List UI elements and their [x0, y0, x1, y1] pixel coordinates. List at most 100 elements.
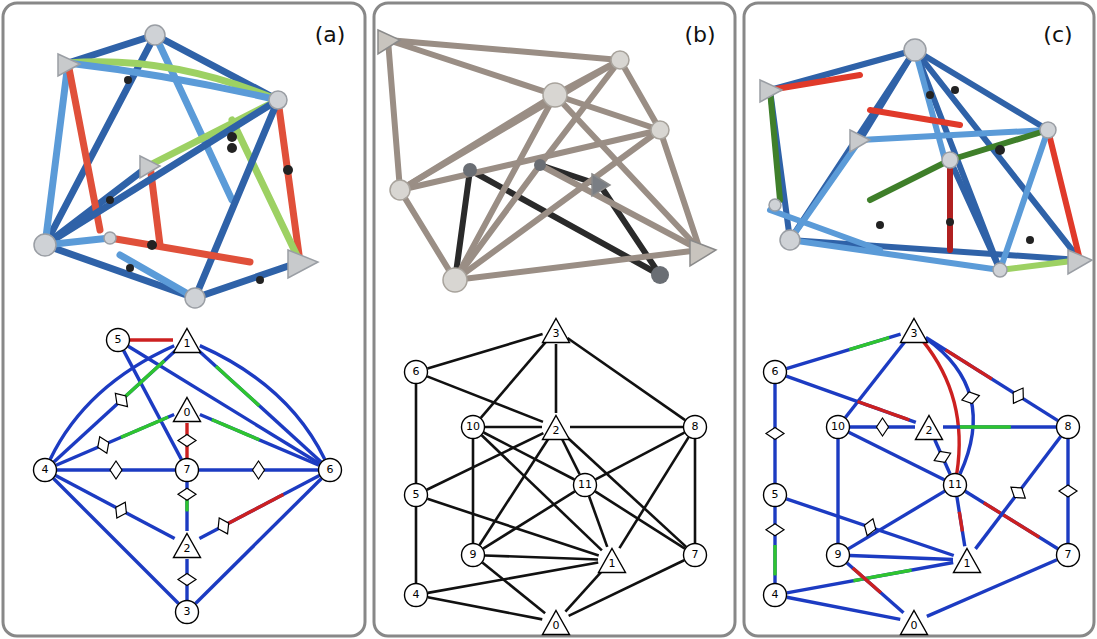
render-part	[269, 91, 287, 109]
vertex-number: 11	[572, 478, 598, 491]
render-part	[950, 130, 1048, 160]
vertex-circle: 10	[460, 414, 486, 440]
edge-diamond	[214, 515, 233, 537]
graph-edge	[596, 433, 685, 480]
vertex-number: 10	[460, 420, 486, 433]
graph-edge	[923, 341, 959, 473]
edge-line	[415, 384, 418, 483]
edge-diamond	[1008, 385, 1028, 407]
edge-line	[619, 437, 688, 548]
render-part	[388, 40, 700, 280]
edge-line	[565, 570, 602, 611]
edge-line	[472, 439, 475, 543]
edge-segment	[212, 420, 260, 440]
graph-edge	[199, 476, 319, 539]
render-part	[145, 25, 165, 45]
render-part	[770, 90, 780, 200]
edge-segment	[216, 366, 259, 405]
graph-edge	[428, 597, 542, 619]
render-part	[942, 152, 958, 168]
render-part	[543, 83, 567, 107]
render-part	[185, 288, 205, 308]
render-part	[1048, 130, 1080, 260]
graph-edge	[787, 563, 953, 593]
edge-diamond	[1007, 482, 1029, 502]
vertex-circle: 10	[825, 414, 851, 440]
edge-line	[427, 334, 542, 369]
edge-segment	[121, 417, 168, 437]
render-part	[950, 160, 1000, 270]
vertex-circle: 4	[403, 582, 429, 608]
edge-line	[836, 439, 839, 543]
vertex-number: 4	[762, 588, 788, 601]
edge-segment	[121, 361, 164, 400]
render-part	[915, 50, 1080, 260]
render-part	[876, 86, 1034, 244]
edge-line	[957, 497, 965, 546]
edge-line	[428, 597, 542, 619]
graph-edge	[595, 491, 685, 548]
panel-label: (b)	[684, 22, 715, 47]
vertex-number: 0	[172, 406, 202, 419]
render-part	[288, 250, 318, 278]
graph-edge	[130, 340, 173, 341]
edge-line	[787, 597, 900, 619]
render-part	[540, 60, 620, 165]
graph-edge	[57, 461, 175, 479]
edge-segment	[853, 568, 881, 593]
render-part	[915, 50, 1000, 270]
vertex-number: 2	[914, 424, 944, 437]
vertex-circle: 4	[762, 582, 788, 608]
edge-line	[850, 555, 953, 559]
vertex-number: 5	[762, 488, 788, 501]
render-part	[227, 143, 237, 153]
graph-edge	[838, 439, 839, 543]
render-part	[926, 91, 934, 99]
edge-line	[975, 437, 1060, 549]
edge-line	[786, 499, 953, 556]
vertex-circle: 6	[762, 359, 788, 385]
render-part	[651, 121, 669, 139]
graph-edge	[485, 427, 542, 428]
edge-line	[943, 425, 1056, 428]
render-part	[915, 50, 945, 160]
vertex-number: 9	[825, 548, 851, 561]
render-part	[147, 240, 157, 250]
anchor-triangle: 1	[172, 327, 202, 354]
graph-edge	[570, 427, 683, 428]
edge-diamond	[94, 434, 112, 455]
vertex-circle: 11	[572, 472, 598, 498]
edge-line	[694, 439, 697, 543]
render-part	[904, 39, 926, 61]
vertex-number: 1	[952, 557, 982, 570]
edge-diamond	[877, 418, 889, 436]
edge-line	[56, 476, 175, 539]
vertex-circle: 8	[1055, 414, 1081, 440]
vertex-circle: 9	[460, 542, 486, 568]
render-part	[951, 86, 959, 94]
vertex-number: 3	[174, 605, 200, 618]
vertex-circle: 8	[682, 414, 708, 440]
render-part	[455, 95, 555, 280]
render-part	[995, 145, 1005, 155]
render-part	[378, 30, 716, 266]
graph-edge	[481, 341, 547, 418]
graph-edge	[619, 437, 688, 548]
edge-diamond	[766, 428, 784, 440]
render-part	[463, 159, 669, 284]
graph-edge	[926, 337, 1058, 420]
graph-edge	[786, 334, 900, 368]
edge-segment	[959, 512, 962, 532]
anchor-triangle: 2	[914, 414, 944, 441]
graph-edge	[473, 439, 474, 543]
edge-line	[482, 563, 545, 614]
vertex-number: 8	[1055, 420, 1081, 433]
edge-diamond	[110, 461, 122, 479]
render-part	[388, 40, 620, 60]
edge-diamond	[111, 389, 132, 410]
edge-line	[786, 376, 916, 422]
vertex-circle: 7	[1055, 542, 1081, 568]
graph-edge	[199, 461, 318, 479]
edge-line	[589, 496, 607, 547]
